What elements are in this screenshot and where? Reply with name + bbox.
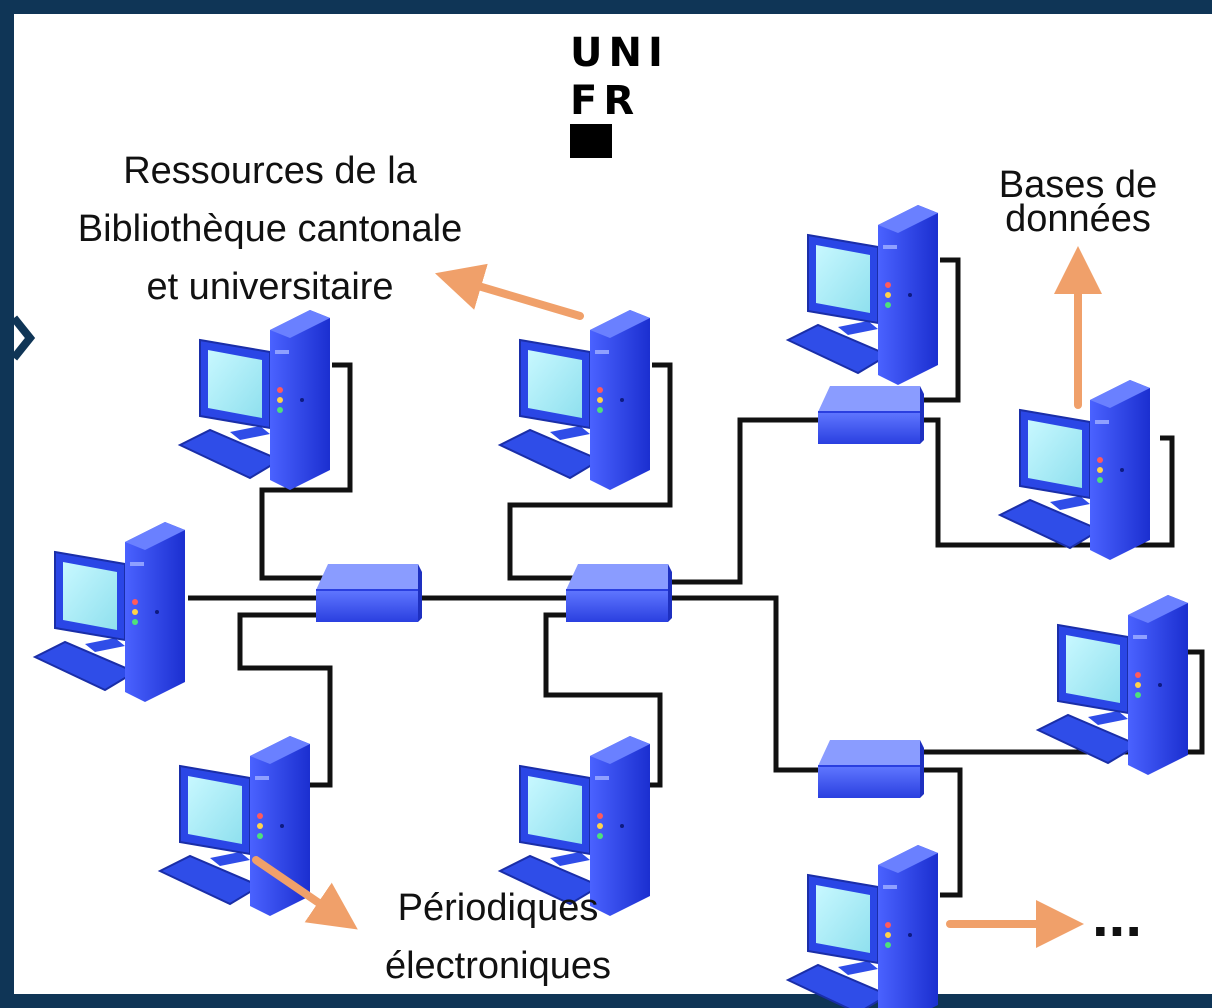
computer-right [1037, 594, 1189, 776]
logo-line-2: FR [570, 78, 640, 124]
computer-bottom-right [787, 844, 939, 1008]
label-periodicals-line-1: Périodiques [398, 887, 599, 929]
computer-top-right [787, 204, 939, 386]
network-cables [188, 257, 1205, 898]
label-bcu: Ressources de la Bibliothèque cantonale … [78, 150, 463, 308]
computer-top-left [179, 309, 331, 491]
arrow-to-periodicals [252, 856, 358, 930]
computer-bottom-left [159, 735, 311, 917]
logo-square [570, 124, 612, 158]
switch-top-right [817, 385, 925, 445]
switch-left [315, 563, 423, 623]
label-databases-line-1: Bases de [999, 164, 1157, 206]
logo-line-1: UNI [570, 30, 669, 76]
label-bcu-line-2: Bibliothèque cantonale [78, 208, 463, 250]
unifr-logo: UNI FR [570, 30, 669, 158]
label-databases-line-2: données [1005, 198, 1151, 240]
label-databases: Bases de données [999, 164, 1157, 240]
frame-chevron [10, 315, 36, 361]
label-periodicals-line-2: électroniques [385, 945, 611, 987]
switch-bottom-right [817, 739, 925, 799]
arrow-to-bcu [434, 263, 584, 320]
label-more: ... [1092, 882, 1142, 949]
computer-left [34, 521, 186, 703]
label-periodicals: Périodiques électroniques [385, 887, 611, 987]
switch-center [565, 563, 673, 623]
label-bcu-line-1: Ressources de la [123, 150, 417, 192]
resource-arrows [252, 246, 1102, 948]
computer-top-center [499, 309, 651, 491]
label-bcu-line-3: et universitaire [146, 266, 393, 308]
